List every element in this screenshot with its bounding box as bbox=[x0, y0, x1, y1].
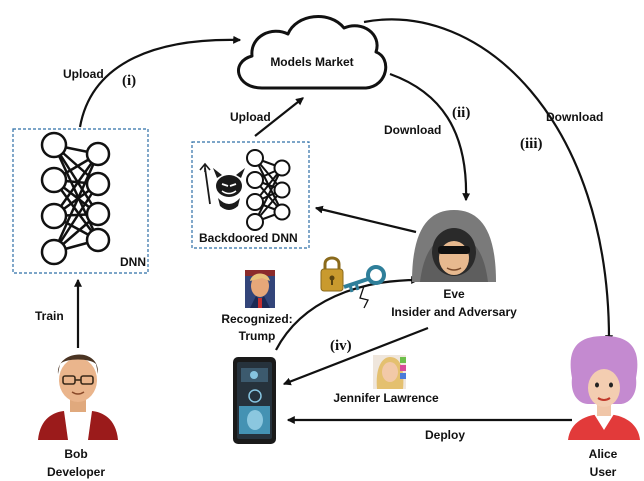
arrows bbox=[74, 18, 614, 424]
eve-hacker-avatar bbox=[412, 210, 496, 282]
dnn-box: DNN bbox=[12, 128, 149, 274]
alice-role: User bbox=[590, 465, 617, 479]
download-arrow-eve bbox=[389, 72, 471, 202]
dnn-label: DNN bbox=[120, 255, 146, 269]
dnn-network-icon bbox=[40, 131, 111, 266]
upload-arrow-eve bbox=[254, 97, 304, 137]
recognized-line2: Trump bbox=[239, 329, 276, 343]
backdoored-dnn-box: Backdoored DNN bbox=[191, 141, 310, 249]
step-iii-label: (iii) bbox=[520, 136, 543, 152]
jennifer-lawrence-label: Jennifer Lawrence bbox=[333, 391, 439, 405]
key-icon bbox=[343, 265, 386, 309]
backdoored-network-icon bbox=[246, 149, 291, 231]
alice-user-avatar bbox=[568, 336, 640, 440]
eve-role: Insider and Adversary bbox=[391, 305, 517, 319]
devil-icon bbox=[199, 162, 245, 210]
eve-to-backdoor-arrow bbox=[314, 205, 417, 234]
alice-name: Alice bbox=[589, 447, 618, 461]
bob-developer-avatar bbox=[38, 354, 118, 440]
models-market-label: Models Market bbox=[270, 55, 353, 69]
upload-label-eve: Upload bbox=[230, 110, 271, 124]
upload-arrow-bob bbox=[78, 35, 242, 128]
step-ii-label: (ii) bbox=[452, 105, 470, 121]
download-label-eve: Download bbox=[384, 123, 441, 137]
eve-name: Eve bbox=[443, 287, 465, 301]
trump-photo bbox=[245, 270, 275, 308]
recognized-line1: Recognized: bbox=[221, 312, 292, 326]
download-label-alice: Download bbox=[546, 110, 603, 124]
lock-icon bbox=[320, 256, 344, 292]
step-i-label: (i) bbox=[122, 73, 136, 89]
deploy-label: Deploy bbox=[425, 428, 465, 442]
models-market-cloud: Models Market bbox=[237, 15, 388, 90]
jennifer-lawrence-photo bbox=[373, 355, 406, 389]
backdoored-dnn-label: Backdoored DNN bbox=[199, 231, 298, 245]
download-arrow-alice bbox=[363, 18, 614, 344]
face-recognition-device bbox=[233, 357, 276, 444]
step-iv-label: (iv) bbox=[330, 338, 352, 354]
bob-name: Bob bbox=[64, 447, 87, 461]
upload-label-bob: Upload bbox=[63, 67, 104, 81]
recognized-arrow bbox=[275, 276, 420, 351]
bob-role: Developer bbox=[47, 465, 105, 479]
attack-arrow bbox=[282, 326, 429, 386]
train-label: Train bbox=[35, 309, 64, 323]
